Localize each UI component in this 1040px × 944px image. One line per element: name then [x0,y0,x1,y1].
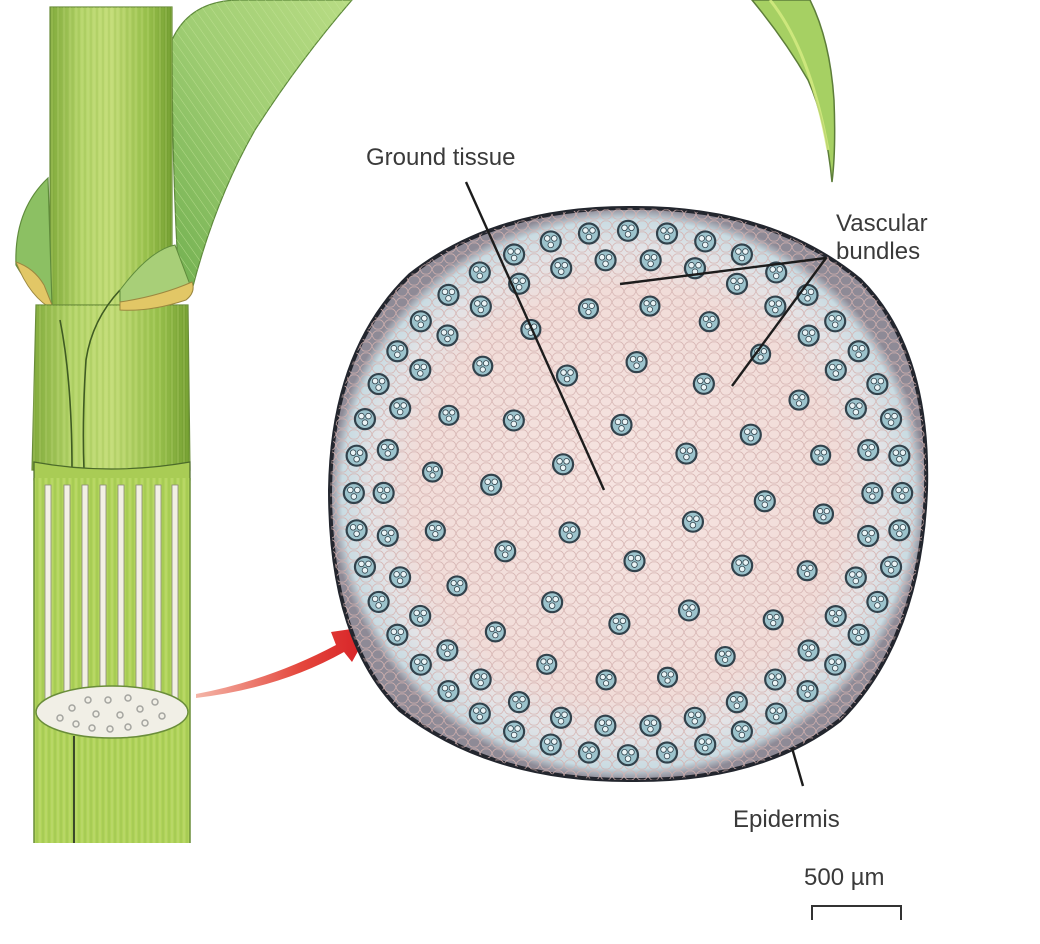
ground-tissue-leader [464,181,606,491]
label-scale-bar: 500 µm [804,864,885,891]
label-ground-tissue: Ground tissue [366,144,516,171]
vascular-leader-2 [731,257,827,387]
label-vascular-line1: Vascular [836,210,928,237]
stem-cutaway [33,478,191,843]
label-vascular-line2: bundles [836,238,921,265]
leaf-blade [171,0,353,302]
label-vascular-bundles: Vascular bundles [836,210,928,266]
vascular-leader-1 [619,256,827,286]
scale-bar [811,905,902,920]
vascular-bundles [342,219,914,767]
leaf-tip [751,0,836,183]
label-epidermis: Epidermis [733,806,840,833]
epidermis-leader [790,747,805,787]
section-disc-bundles [56,694,166,733]
leader-lines [464,181,827,787]
cross-section [327,205,929,783]
red-arrow [196,626,372,698]
stem [15,6,194,488]
